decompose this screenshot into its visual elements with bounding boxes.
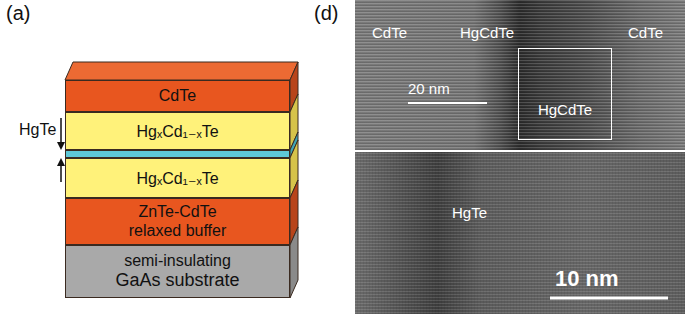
layer-band: CdTe bbox=[65, 80, 290, 112]
layer-band: HgTe bbox=[65, 150, 290, 158]
dimension-arrow bbox=[60, 118, 62, 143]
layer-band: ZnTe-CdTe relaxed buffer bbox=[65, 198, 290, 245]
image-label: 10 nm bbox=[555, 266, 619, 292]
image-label: CdTe bbox=[628, 24, 663, 41]
arrow-head bbox=[57, 142, 65, 150]
tem-image bbox=[355, 0, 685, 150]
image-label: HgCdTe bbox=[460, 24, 514, 41]
layer-label: semi-insulating bbox=[124, 252, 231, 270]
image-label: HgTe bbox=[452, 204, 487, 221]
layer-label: HgₓCd₁₋ₓTe bbox=[136, 122, 218, 141]
arrow-head bbox=[57, 158, 65, 166]
tem-image-panel: HgTe 10 nm bbox=[355, 152, 685, 314]
layer-label: HgₓCd₁₋ₓTe bbox=[136, 169, 218, 188]
panel-label: (d) bbox=[314, 2, 338, 25]
scale-bar bbox=[408, 102, 487, 104]
dimension-arrow bbox=[60, 165, 62, 182]
layer-label: CdTe bbox=[159, 87, 196, 105]
tem-image-panel: CdTeHgCdTeCdTe20 nmHgCdTe bbox=[355, 0, 685, 150]
layer-label: ZnTe-CdTe relaxed buffer bbox=[119, 203, 237, 240]
layer-band: HgₓCd₁₋ₓTe bbox=[65, 158, 290, 198]
image-label: CdTe bbox=[372, 24, 407, 41]
side-face bbox=[290, 227, 298, 298]
substrate-band: semi-insulatingGaAs substrate bbox=[65, 245, 290, 298]
zoom-box: HgCdTe bbox=[518, 48, 612, 140]
layer-label: GaAs substrate bbox=[115, 270, 239, 291]
top-face bbox=[65, 62, 298, 80]
lattice-fringes bbox=[355, 152, 685, 314]
layer-label: HgTe bbox=[19, 121, 56, 139]
tem-image bbox=[355, 152, 685, 314]
image-label: 20 nm bbox=[408, 80, 450, 97]
panel-label: (a) bbox=[6, 2, 30, 25]
image-label: HgCdTe bbox=[538, 101, 592, 118]
layer-band: HgₓCd₁₋ₓTe bbox=[65, 112, 290, 150]
lattice-fringes bbox=[355, 0, 685, 150]
scale-bar bbox=[550, 297, 668, 300]
